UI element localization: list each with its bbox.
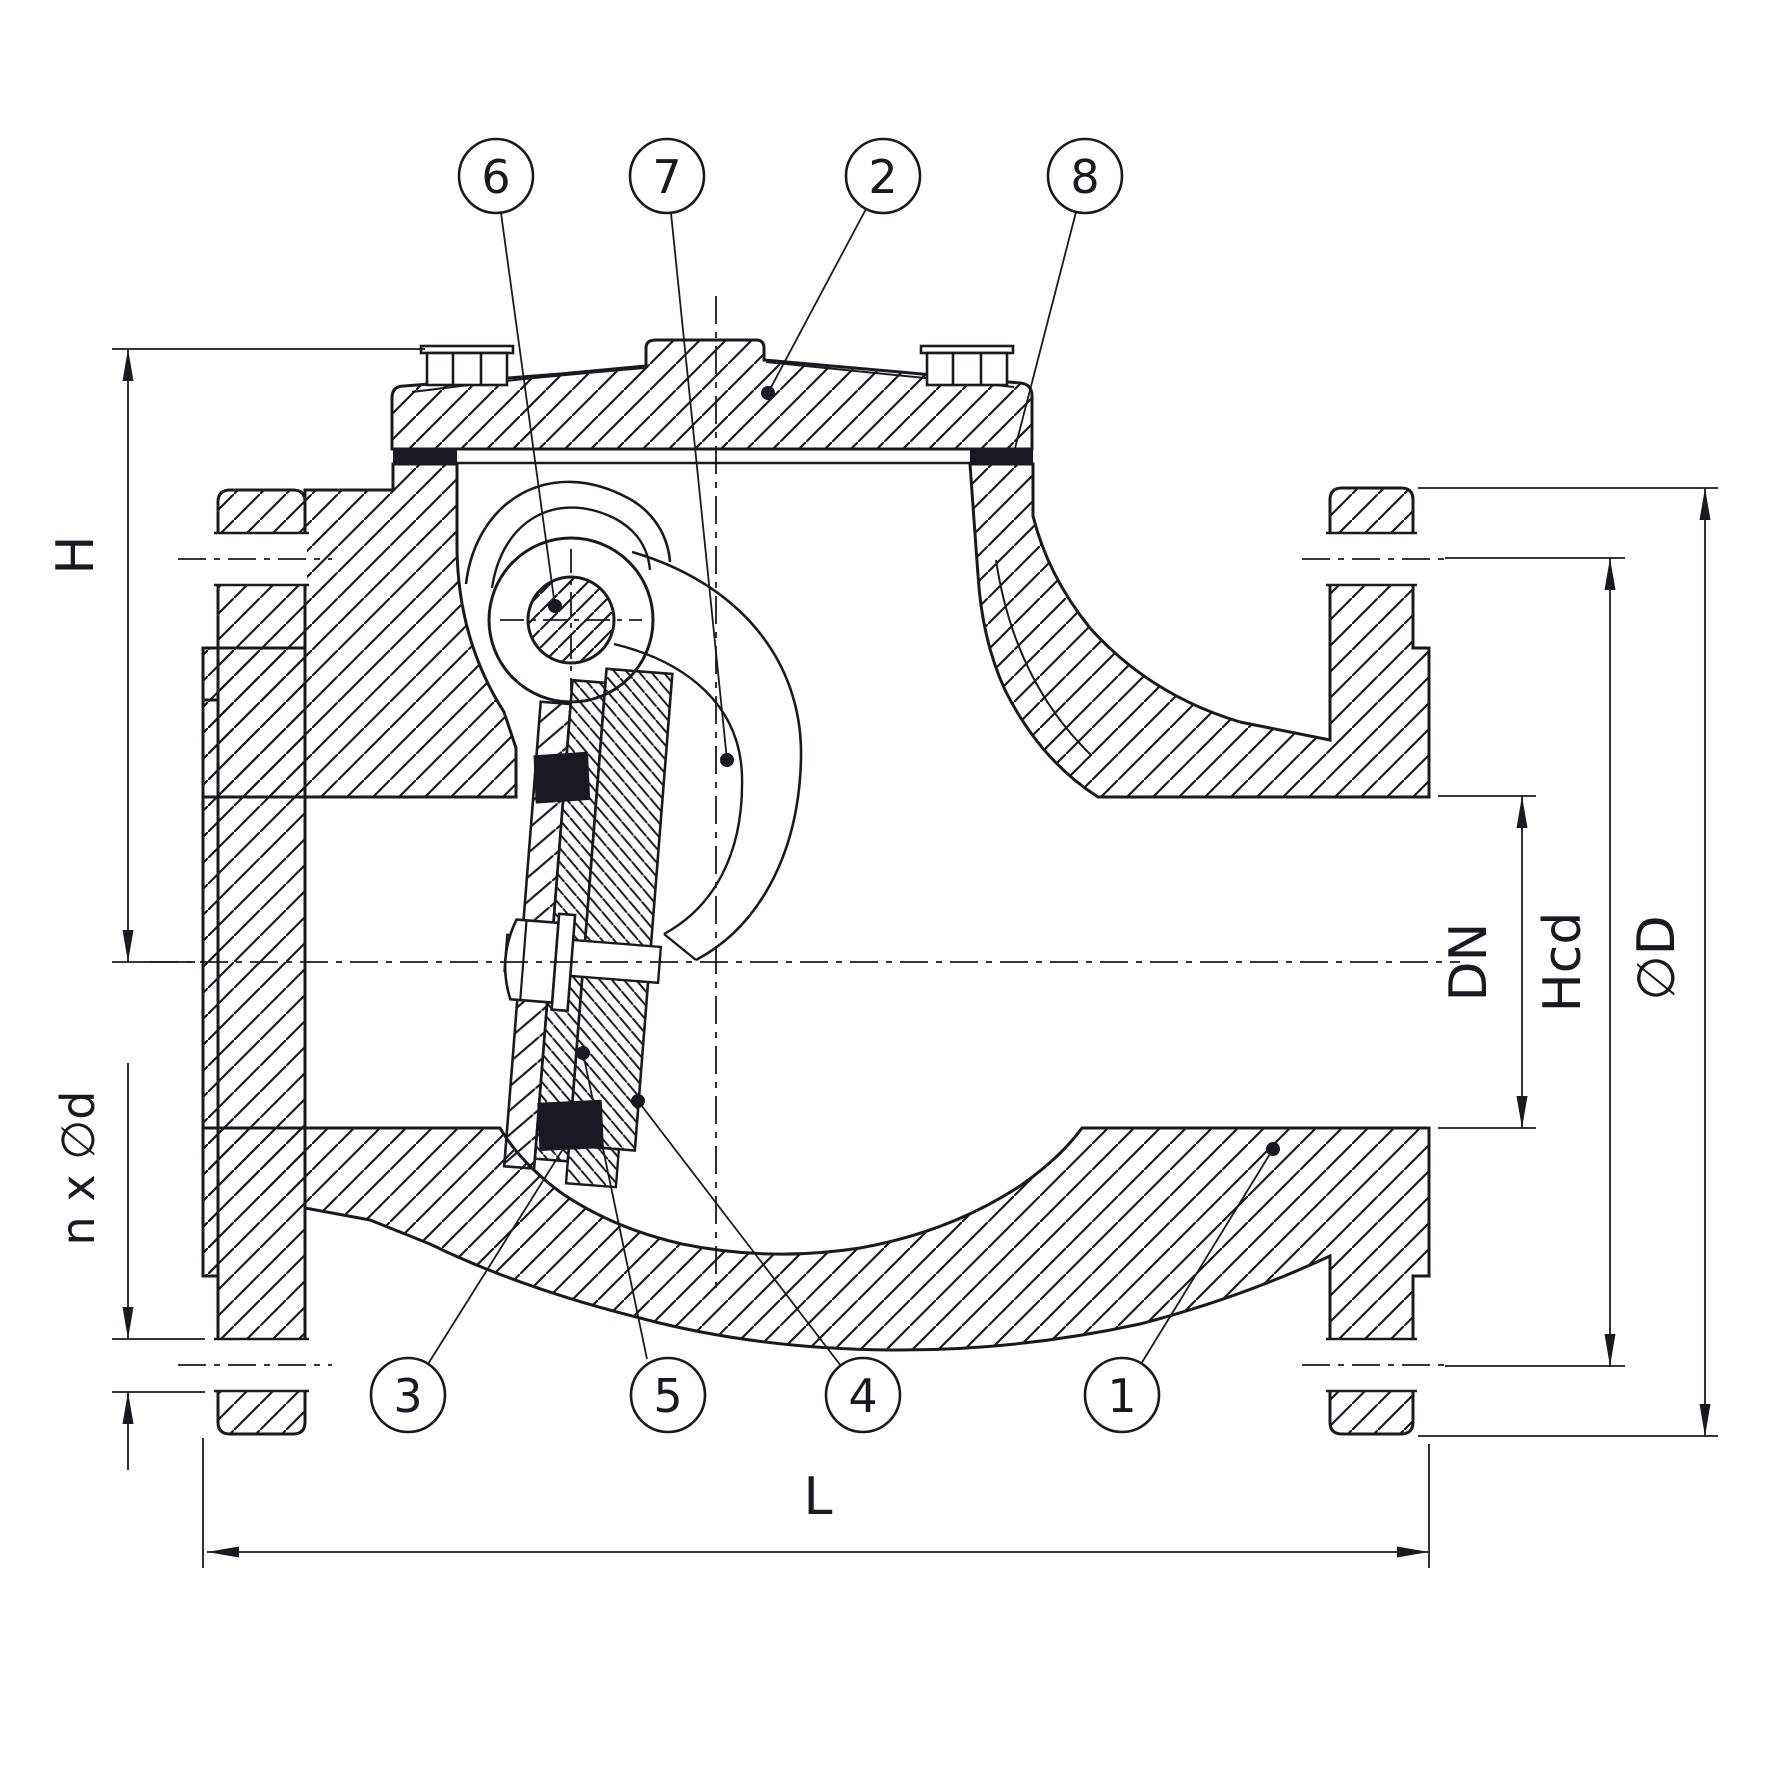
bonnet-joint [393, 447, 1033, 465]
dim-Hcd-arrow-top [1604, 558, 1616, 590]
callout-4-balloon [824, 1356, 902, 1434]
hinge-support-outer [464, 480, 672, 585]
dim-H-label: H [46, 535, 106, 574]
dim-OD-arrow-bottom [1699, 1404, 1711, 1436]
callouts: 6 7 2 8 3 5 4 1 [369, 137, 1280, 1434]
dim-DN-arrow-top [1516, 796, 1528, 828]
callout-8-label: 8 [1070, 150, 1099, 204]
hinge-support-inner [490, 506, 652, 589]
hinge-arm-outer-edge [631, 550, 803, 962]
dim-OD-arrow-top [1699, 488, 1711, 520]
callout-4-label: 4 [848, 1369, 877, 1423]
body-bottom-shell-section [201, 1126, 1431, 1436]
callout-balloons [369, 137, 1161, 1434]
bonnet-gasket-right [970, 449, 1033, 463]
dimensions [112, 348, 1718, 1568]
callout-8-balloon [1046, 137, 1124, 215]
callout-numbers: 6 7 2 8 3 5 4 1 [393, 150, 1136, 1423]
callout-1-label: 1 [1107, 1369, 1136, 1423]
callout-6-leader [500, 212, 556, 607]
callout-6-balloon [457, 137, 535, 215]
callout-dots [548, 386, 1280, 1156]
dim-L-arrow-left [207, 1546, 239, 1558]
callout-2-label: 2 [868, 150, 897, 204]
centerlines [150, 296, 1460, 1366]
dimension-labels: H n x ∅d L DN Hcd ∅D [46, 535, 1687, 1527]
dim-H-arrow-top [122, 349, 134, 381]
callout-1-balloon [1083, 1356, 1161, 1434]
callout-7-label: 7 [652, 150, 681, 204]
dim-OD-label: ∅D [1627, 915, 1687, 1000]
callout-2-leader [767, 208, 867, 394]
callout-4-leader [637, 1100, 842, 1367]
callout-2-dot [761, 386, 775, 400]
callout-5-label: 5 [653, 1369, 682, 1423]
dome-inner-line [995, 559, 1093, 757]
callout-8-leader [1012, 211, 1077, 457]
cover-bolt-left-head [425, 351, 509, 387]
hinge-arm-end [663, 933, 697, 961]
callout-4-dot [631, 1094, 645, 1108]
dim-L-label: L [804, 1467, 833, 1527]
dim-nxd-arrow-bottom [122, 1392, 134, 1424]
dim-L-arrow-right [1397, 1546, 1429, 1558]
callout-7-dot [720, 753, 734, 767]
dim-nxd-label: n x ∅d [51, 1091, 105, 1246]
bonnet-gasket-left [393, 449, 457, 463]
cover-bolt-right-head [925, 351, 1009, 387]
disc-holder-step [564, 1144, 621, 1189]
callout-3-label: 3 [393, 1369, 422, 1423]
callout-6-dot [548, 599, 562, 613]
callout-1-dot [1266, 1142, 1280, 1156]
callout-leaders [427, 208, 1274, 1367]
callout-5-balloon [629, 1356, 707, 1434]
dim-DN-label: DN [1439, 923, 1499, 1002]
callout-3-balloon [369, 1356, 447, 1434]
bonnet-cover-section [390, 338, 1034, 451]
callout-5-dot [576, 1046, 590, 1060]
callout-3-leader [427, 1140, 569, 1365]
disc-nut [503, 918, 560, 1004]
callout-5-leader [582, 1052, 648, 1360]
callout-6-label: 6 [481, 150, 510, 204]
dim-Hcd-arrow-bottom [1604, 1334, 1616, 1366]
dim-Hcd-label: Hcd [1533, 912, 1593, 1013]
hinge-pin [526, 575, 616, 665]
valve-body-sections [201, 338, 1431, 1436]
cover-surface-line-left [411, 367, 645, 393]
hinge-arm-inner-edge [613, 642, 744, 936]
dim-DN-arrow-bottom [1516, 1096, 1528, 1128]
left-hub-lower-section [218, 1128, 305, 1208]
callout-8-dot [1006, 449, 1020, 463]
nut-facet [519, 920, 528, 1001]
dim-H-arrow-bottom [122, 930, 134, 962]
callout-1-leader [1140, 1148, 1274, 1365]
callout-7-leader [670, 212, 728, 761]
callout-3-dot [561, 1134, 575, 1148]
disc-stack [502, 667, 674, 1189]
dim-nxd-arrow-top [122, 1307, 134, 1339]
callout-7-balloon [628, 137, 706, 215]
right-body-upper-section [968, 462, 1431, 799]
callout-2-balloon [844, 137, 922, 215]
hinge-assembly [464, 480, 803, 962]
